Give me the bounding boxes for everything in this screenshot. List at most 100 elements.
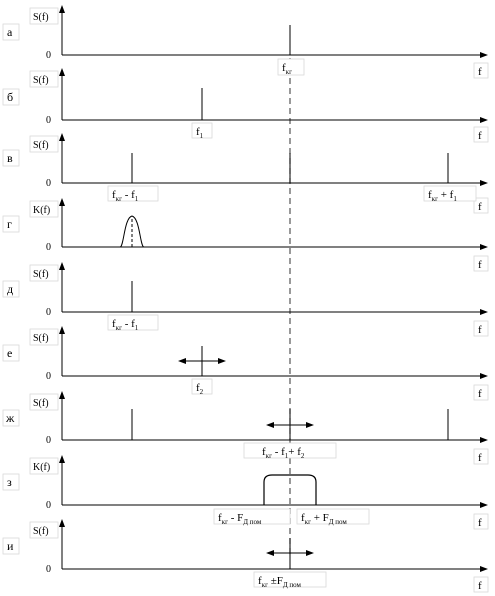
panel-letter: б [7,90,13,104]
y-axis-arrow [59,262,65,270]
filter-response-curve [119,215,145,248]
zero-label: 0 [46,115,51,126]
y-axis-arrow [59,133,65,141]
y-axis-label: S(f) [33,12,49,23]
y-axis-label: S(f) [33,526,49,537]
freq-label-output: fкг ±FД пом [258,575,301,589]
y-label-box [29,328,59,346]
panel-letter-box [2,537,20,555]
y-axis-arrow [59,519,65,527]
x-axis-arrow [480,309,488,315]
x-label-box [473,197,489,214]
freq-label-box [243,442,337,459]
x-label-box [473,448,489,465]
freq-label-box [277,58,305,76]
y-axis-arrow [59,68,65,76]
y-axis-arrow [59,326,65,334]
zero-label: 0 [46,50,51,61]
freq-label-fkg: fкг [282,62,292,76]
y-label-box [29,521,59,539]
x-label-box [473,62,489,79]
y-axis-arrow [59,391,65,399]
panel-b: б S(f) 0 f f1 [2,68,489,143]
x-axis-label: f [478,201,482,213]
zero-label: 0 [46,307,51,318]
x-axis-label: f [478,324,482,336]
tuning-arrow-left [178,358,186,364]
panel-letter: ж [5,411,15,425]
y-label-box [29,457,59,475]
panel-a: а S(f) 0 f fкг [2,5,489,79]
panel-z: з K(f) 0 f fкг - FД пом fкг + FД пом [2,455,489,530]
freq-label-f2: f2 [196,382,204,396]
zero-label: 0 [46,178,51,189]
y-axis-label: S(f) [33,75,49,86]
freq-label-box [107,185,159,202]
tuning-arrow-right [218,358,226,364]
x-axis-arrow [480,117,488,123]
x-axis-label: f [478,517,482,529]
x-axis-arrow [480,244,488,250]
x-axis-label: f [478,452,482,464]
panel-letter-box [2,344,20,362]
panel-letter: е [7,346,12,360]
freq-label-box [213,508,291,525]
zero-label: 0 [46,564,51,575]
panel-letter: и [7,539,14,553]
y-axis-label: K(f) [33,205,50,216]
panel-letter: д [7,282,13,296]
panel-e: е S(f) 0 f f2 [2,326,489,401]
y-axis-label: S(f) [33,140,49,151]
y-label-box [29,7,59,25]
bandpass-filter-response [263,474,317,505]
panel-v: в S(f) 0 f fкг - f1 fкг + f1 [2,133,489,214]
freq-label-box [423,185,477,202]
freq-label-lower-edge: fкг - FД пом [218,512,262,526]
panel-letter: в [7,151,13,165]
y-axis-label: S(f) [33,269,49,280]
y-axis-arrow [59,198,65,206]
panel-letter: г [7,217,12,231]
panel-letter-box [2,23,20,41]
freq-label-box [191,378,213,395]
x-label-box [473,320,489,337]
y-label-box [29,200,59,218]
freq-label-box [296,508,370,525]
panel-g: г K(f) 0 f [2,198,489,272]
x-axis-label: f [478,66,482,78]
panel-letter-box [2,409,20,427]
zero-label: 0 [46,500,51,511]
panel-letter: а [7,25,13,39]
panel-letter-box [2,215,20,233]
panel-letter-box [2,149,20,167]
panel-letter-box [2,280,20,298]
y-label-box [29,393,59,411]
y-label-box [29,264,59,282]
y-label-box [29,135,59,153]
freq-label-difference: fкг - f1 [112,318,139,332]
x-label-box [473,255,489,272]
freq-label-box [191,122,213,139]
tuning-arrow-left [266,422,274,428]
tuning-arrow-right [306,422,314,428]
freq-label-upper-edge: fкг + FД пом [301,512,347,526]
x-axis-arrow [480,502,488,508]
tuning-arrow-left [266,550,274,556]
y-axis-label: S(f) [33,333,49,344]
y-axis-arrow [59,455,65,463]
freq-label-box [107,314,159,331]
freq-label-mixed: fкг - f1+ f2 [262,446,305,460]
zero-label: 0 [46,371,51,382]
y-axis-label: S(f) [33,398,49,409]
x-axis-arrow [480,373,488,379]
panel-i: и S(f) 0 f fкг ±FД пом [2,519,489,593]
tuning-arrow-right [306,550,314,556]
freq-label-box [253,571,327,588]
panel-letter-box [2,473,20,491]
y-axis-arrow [59,5,65,13]
y-label-box [29,70,59,88]
x-axis-arrow [480,566,488,572]
x-label-box [473,576,489,593]
panel-zh: ж S(f) 0 f fкг - f1+ f2 [2,391,489,465]
x-axis-arrow [480,437,488,443]
